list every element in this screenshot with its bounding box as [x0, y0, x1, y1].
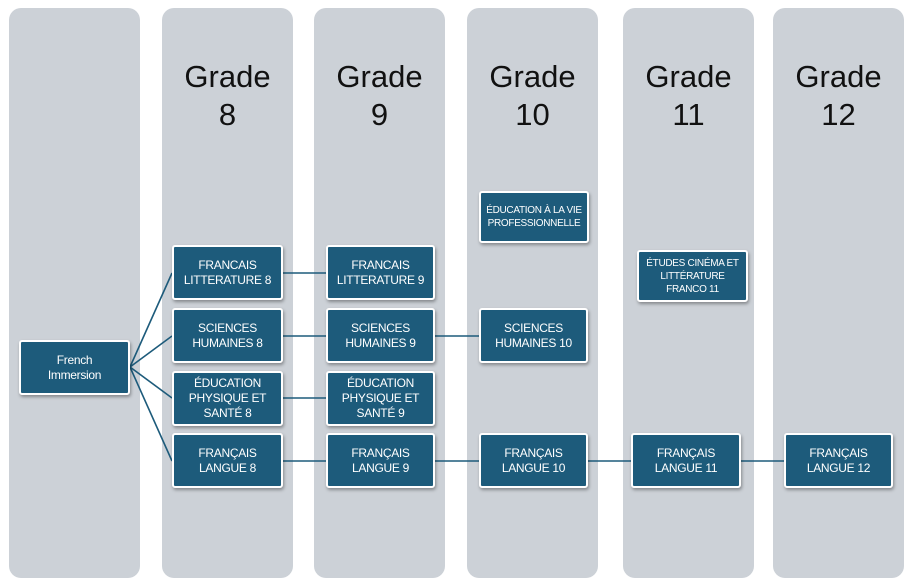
node-education-physique-9: ÉDUCATION PHYSIQUE ET SANTÉ 9: [326, 371, 435, 426]
node-sciences-humaines-9: SCIENCES HUMAINES 9: [326, 308, 435, 363]
node-francais-litterature-9: FRANCAIS LITTERATURE 9: [326, 245, 435, 300]
column-root: [9, 8, 140, 578]
node-etudes-cinema-litterature-11: ÉTUDES CINÉMA ET LITTÉRATURE FRANCO 11: [637, 250, 748, 302]
node-sciences-humaines-10: SCIENCES HUMAINES 10: [479, 308, 588, 363]
node-francais-langue-12: FRANÇAIS LANGUE 12: [784, 433, 893, 488]
node-francais-litterature-8: FRANCAIS LITTERATURE 8: [172, 245, 283, 300]
node-francais-langue-8: FRANÇAIS LANGUE 8: [172, 433, 283, 488]
node-french-immersion: French Immersion: [19, 340, 130, 395]
column-title: Grade 12: [795, 59, 882, 132]
column-title: Grade 9: [336, 59, 423, 132]
node-sciences-humaines-8: SCIENCES HUMAINES 8: [172, 308, 283, 363]
column-title: Grade 10: [489, 59, 576, 132]
connector-root-fl8: [129, 272, 173, 368]
column-title: Grade 8: [184, 59, 271, 132]
node-francais-langue-9: FRANÇAIS LANGUE 9: [326, 433, 435, 488]
connector-root-sh8: [129, 335, 173, 368]
node-education-vie-professionnelle: ÉDUCATION À LA VIE PROFESSIONNELLE: [479, 191, 589, 243]
connector-root-fla8: [129, 366, 173, 462]
node-francais-langue-10: FRANÇAIS LANGUE 10: [479, 433, 588, 488]
node-francais-langue-11: FRANÇAIS LANGUE 11: [631, 433, 741, 488]
column-title: Grade 11: [645, 59, 732, 132]
node-education-physique-8: ÉDUCATION PHYSIQUE ET SANTÉ 8: [172, 371, 283, 426]
connector-root-eps8: [129, 366, 173, 399]
